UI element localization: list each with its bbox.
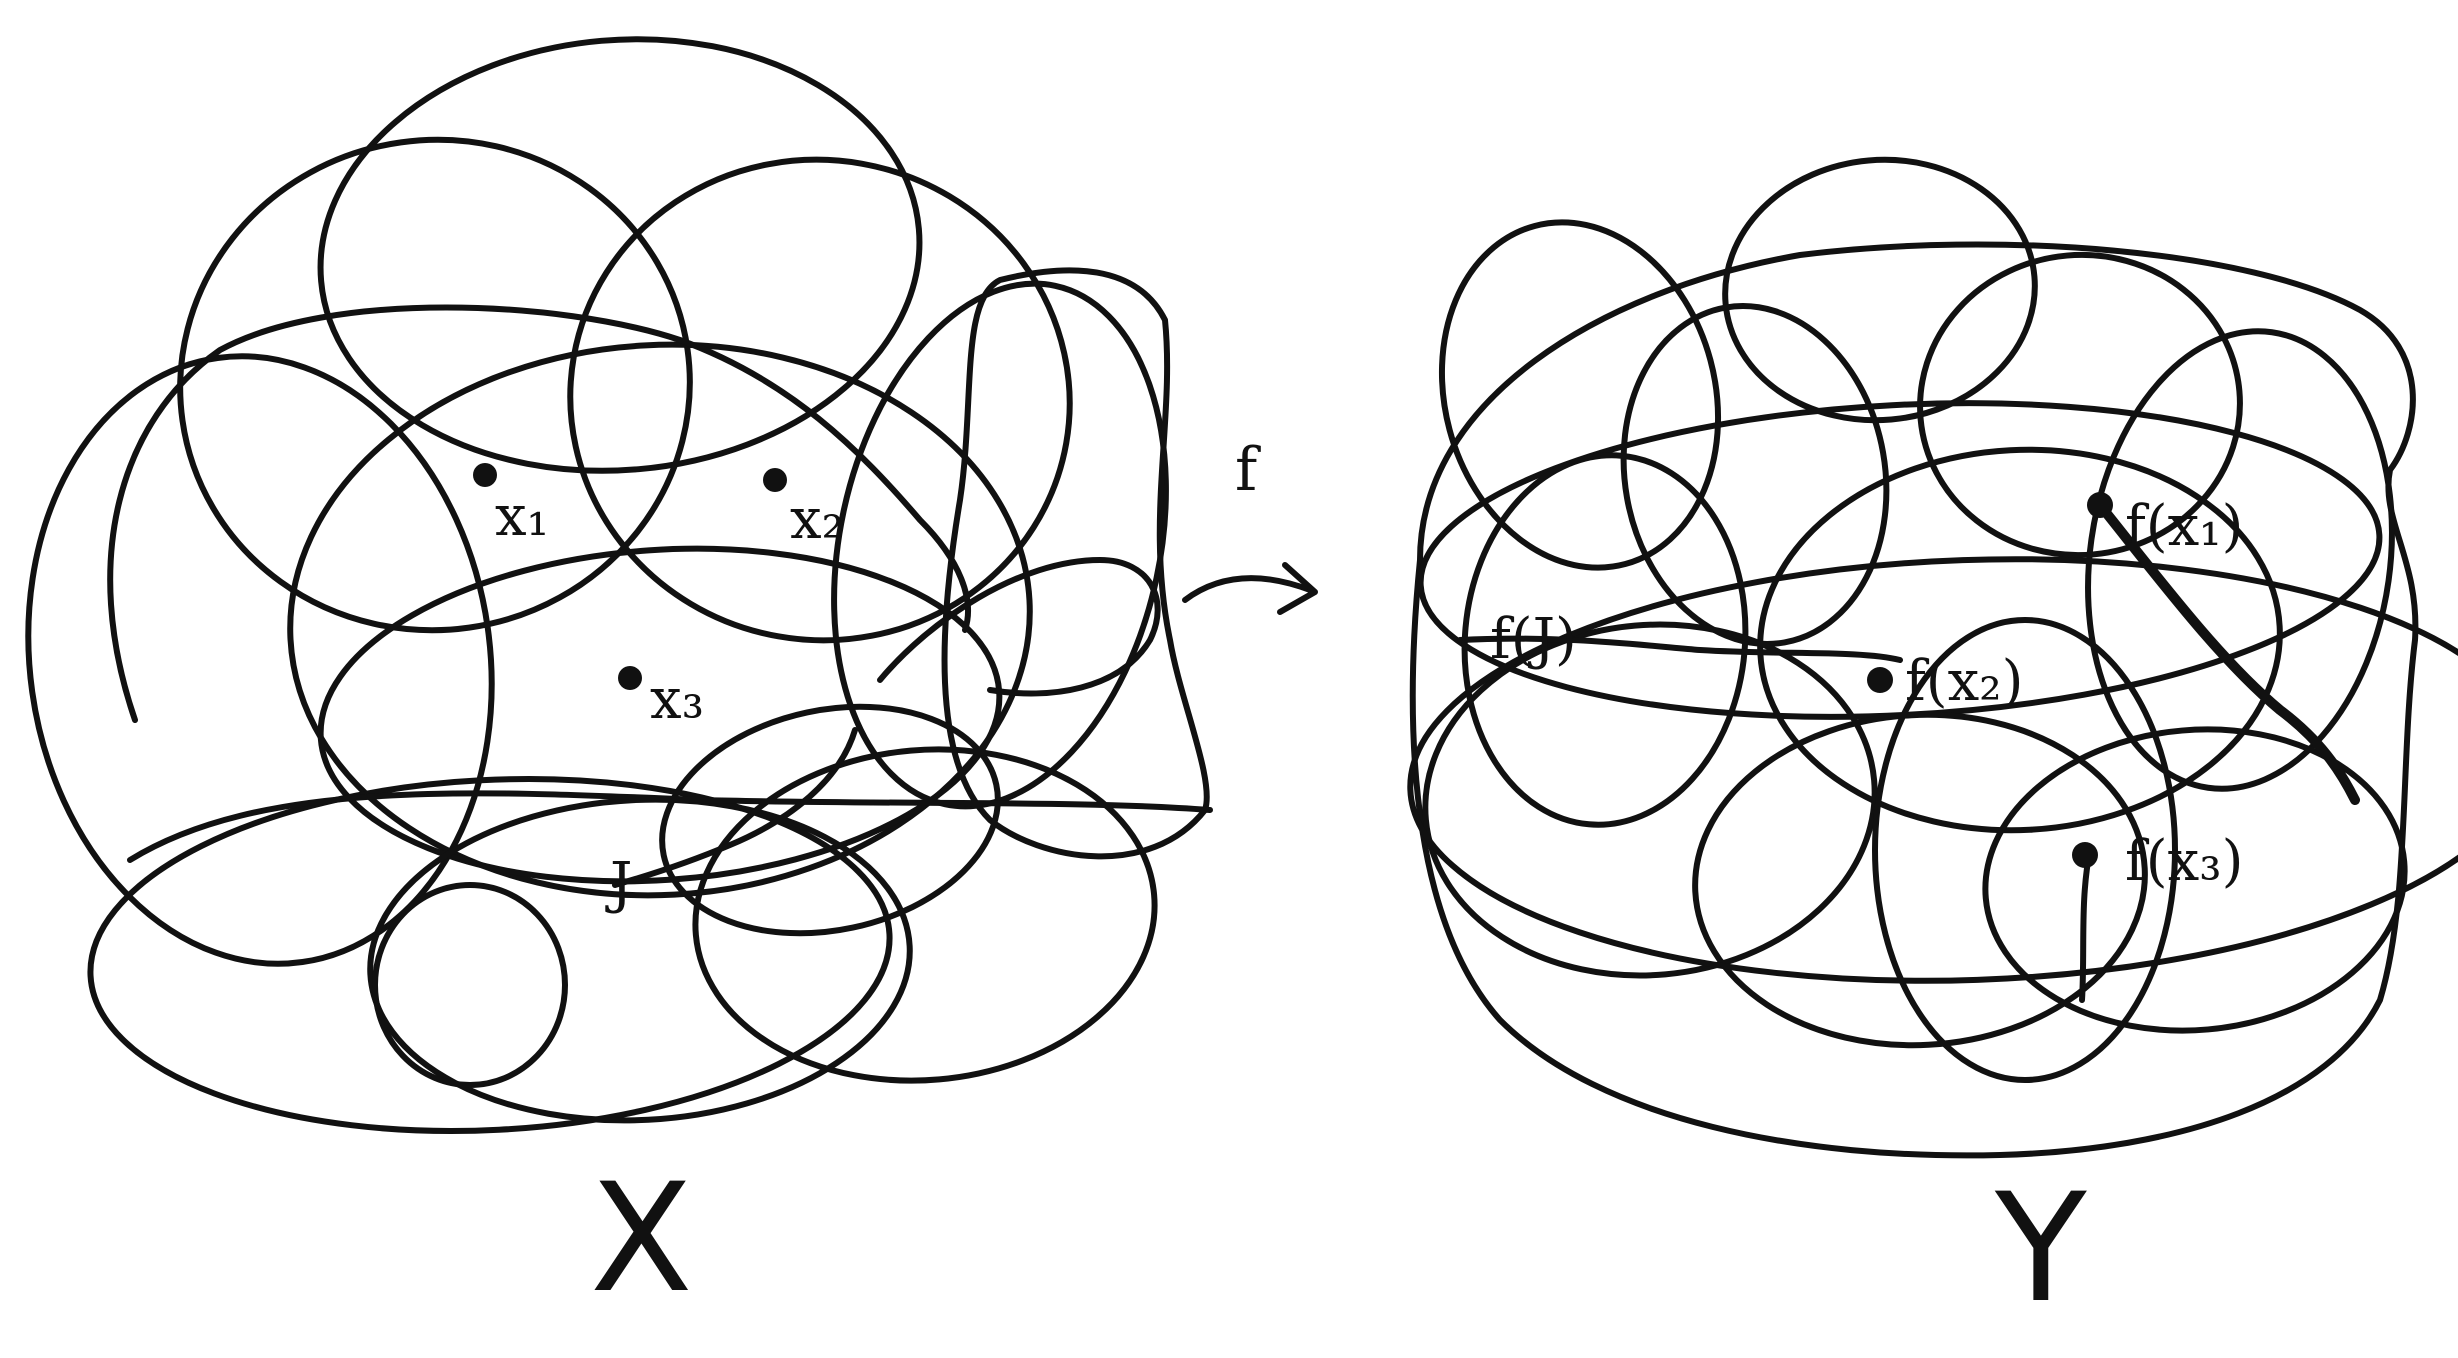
space-x-cover — [25, 36, 1213, 1135]
open-set-x-4 — [25, 353, 495, 967]
open-set-x-14 — [107, 304, 971, 723]
open-set-x-1 — [317, 36, 923, 474]
image-curve — [1457, 635, 1903, 663]
point-fx1 — [2087, 492, 2113, 518]
point-x2 — [763, 468, 787, 492]
point-x3-label: x₃ — [650, 667, 704, 732]
open-set-x-2 — [177, 136, 693, 634]
open-set-y-13 — [1407, 556, 2458, 984]
open-set-x-11 — [367, 796, 913, 1124]
space-y-cover — [1407, 156, 2458, 1159]
open-set-y-9 — [1422, 621, 1878, 979]
point-fx2-label: f(x₂) — [1905, 649, 2023, 714]
open-set-y-11 — [1982, 726, 2408, 1034]
curve-j — [612, 727, 858, 888]
open-set-x-10 — [87, 775, 893, 1135]
open-set-y-5 — [2085, 328, 2395, 792]
image-curve-2 — [2079, 847, 2093, 1003]
arrow-shaft — [1182, 575, 1313, 603]
open-set-x-3 — [567, 156, 1073, 644]
boundary-y — [1409, 241, 2419, 1159]
point-fx2 — [1867, 667, 1893, 693]
open-set-x-6 — [831, 280, 1169, 810]
point-fx1-label: f(x₁) — [2125, 494, 2243, 559]
open-set-x-5 — [287, 341, 1033, 899]
point-x2-label: x₂ — [790, 487, 844, 552]
point-x3 — [618, 666, 642, 690]
open-set-y-10 — [1692, 711, 2148, 1049]
open-set-x-9 — [659, 703, 1001, 937]
space-x-label: X — [590, 1152, 693, 1326]
points-y: f(x₁) f(x₂) f(x₃) — [1867, 492, 2243, 894]
curve-j-label: J — [605, 851, 632, 916]
point-x1 — [473, 463, 497, 487]
point-fx3 — [2072, 842, 2098, 868]
map-arrow — [1182, 562, 1318, 615]
open-set-x-16 — [127, 790, 1213, 863]
curve-fj-label: f(J) — [1490, 607, 1577, 672]
open-set-x-15 — [877, 557, 1161, 697]
open-set-y-3 — [1620, 303, 1890, 647]
space-y-label: Y — [1994, 1162, 2087, 1336]
arrow-head — [1277, 562, 1318, 615]
open-set-y-2 — [1438, 219, 1722, 571]
open-set-x-13 — [372, 882, 568, 1088]
points-x: x₁ x₂ x₃ — [473, 463, 844, 732]
point-x1-label: x₁ — [495, 484, 549, 549]
open-set-x-12 — [692, 746, 1158, 1084]
open-set-x-7 — [941, 267, 1210, 860]
map-label: f — [1235, 435, 1261, 505]
point-fx3-label: f(x₃) — [2125, 829, 2243, 894]
open-set-y-1 — [1722, 156, 2038, 424]
open-set-y-4 — [1917, 251, 2243, 559]
open-set-y-12 — [1872, 617, 2178, 1083]
image-curve-thick — [2095, 500, 2360, 805]
